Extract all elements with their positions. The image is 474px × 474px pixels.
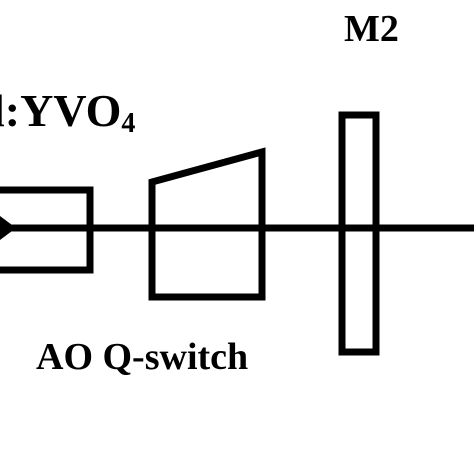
mirror-m2	[338, 111, 380, 356]
mirror-m2-label: M2	[344, 8, 399, 50]
crystal-label-subscript: 4	[121, 108, 136, 139]
ao-q-switch-label: AO Q-switch	[36, 336, 249, 378]
ao-q-switch-body	[148, 147, 266, 301]
crystal-label-main: l:YVO	[0, 85, 122, 136]
crystal-block	[0, 186, 94, 274]
crystal-label: l:YVO4	[0, 88, 135, 138]
crystal-taper	[0, 216, 16, 240]
